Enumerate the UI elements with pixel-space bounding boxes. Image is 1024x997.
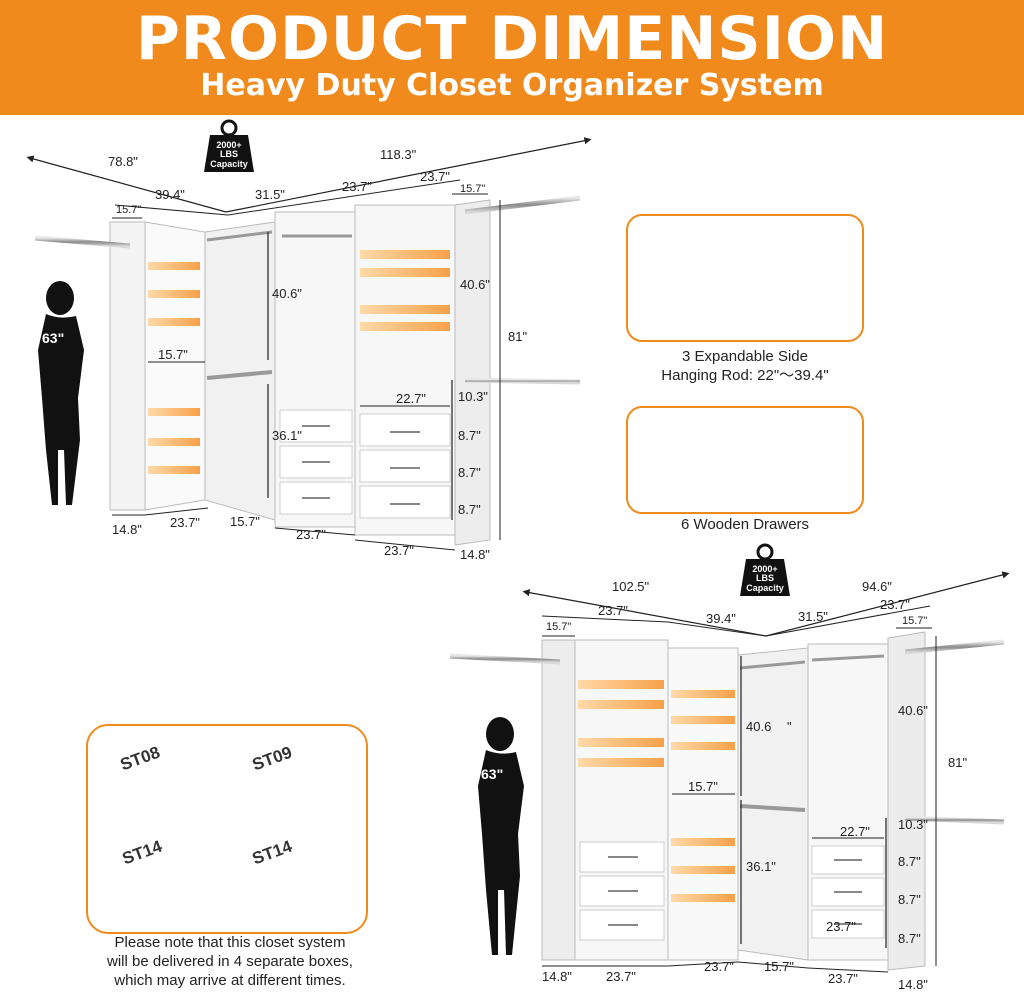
dim-bottom-23-7-c: 23.7": [384, 543, 414, 558]
person-silhouette-bottom: [478, 717, 524, 955]
dim-height-8-7-c: 8.7": [458, 502, 481, 517]
dim-height-40-6-right: 40.6": [460, 277, 490, 292]
bottom-closet-drawing: [449, 631, 1005, 973]
dim-bottom-15-7: 15.7": [230, 514, 260, 529]
weight-badge-bottom-line1: 2000+: [752, 564, 778, 574]
dim-b-depth-left: 15.7": [546, 621, 572, 633]
weight-badge-top-text: 2000+ LBS Capacity: [206, 140, 252, 169]
dim-bottom-23-7-a: 23.7": [170, 515, 200, 530]
drawer-caption: 6 Wooden Drawers: [680, 516, 810, 533]
drawer-feature-panel: [626, 406, 864, 514]
dim-bottom-14-8-left: 14.8": [112, 522, 142, 537]
person-height-bottom: 63": [481, 766, 504, 782]
delivery-note-line1: Please note that this closet system: [114, 934, 346, 951]
dim-b-bottom-14-8-right: 14.8": [898, 977, 928, 992]
dim-b-bottom-23-7-a: 23.7": [606, 969, 636, 984]
dim-overall-right: 118.3": [380, 147, 417, 162]
delivery-note-line2: will be delivered in 4 separate boxes,: [107, 952, 353, 970]
dim-b-height-40-6-center-unit: ": [786, 719, 792, 734]
dim-height-10-3: 10.3": [458, 389, 488, 404]
dim-shelf-15-7: 15.7": [158, 347, 188, 362]
dim-b-height-81: 81": [948, 755, 968, 770]
dim-width-31-5: 31.5": [255, 187, 285, 202]
dim-bottom-23-7-b: 23.7": [296, 527, 326, 542]
dim-b-shelf-22-7: 22.7": [840, 824, 870, 839]
dim-b-overall-right: 94.6": [862, 579, 892, 594]
header-banner: PRODUCT DIMENSION Heavy Duty Closet Orga…: [0, 0, 1024, 115]
rod-caption-line2: Hanging Rod: 22"～39.4": [661, 366, 829, 384]
person-height-top: 63": [42, 330, 65, 346]
dim-b-width-23-7-right: 23.7": [880, 597, 910, 612]
rod-caption-line1: 3 Expandable Side: [682, 348, 808, 365]
dim-b-inner-23-7: 23.7": [826, 919, 856, 934]
delivery-note-line3: which may arrive at different times.: [114, 971, 346, 989]
dim-height-36-1: 36.1": [272, 428, 302, 443]
dim-b-overall-left: 102.5": [612, 579, 650, 594]
page-subtitle: Heavy Duty Closet Organizer System: [200, 68, 824, 103]
weight-badge-bottom-line3: Capacity: [746, 582, 784, 593]
delivery-note: Please note that this closet system will…: [80, 934, 380, 990]
shipping-boxes-panel: [86, 724, 368, 934]
dim-b-depth-right: 15.7": [902, 615, 928, 627]
weight-badge-top: [204, 119, 254, 172]
weight-badge-bottom-text: 2000+ LBS Capacity: [742, 564, 788, 593]
dim-b-shelf-15-7: 15.7": [688, 779, 718, 794]
dim-b-height-8-7-a: 8.7": [898, 854, 921, 869]
weight-badge-top-line2: LBS: [220, 149, 238, 160]
dim-height-40-6-center: 40.6": [272, 286, 302, 301]
dim-width-39-4: 39.4": [155, 187, 185, 202]
person-silhouette-top: [38, 281, 84, 505]
dim-height-8-7-b: 8.7": [458, 465, 481, 480]
dim-b-bottom-15-7: 15.7": [764, 959, 794, 974]
dim-b-width-39-4: 39.4": [706, 611, 736, 626]
weight-badge-bottom-line2: LBS: [756, 573, 774, 584]
dim-width-23-7-b: 23.7": [420, 169, 450, 184]
dim-b-height-36-1: 36.1": [746, 859, 776, 874]
rod-caption: 3 Expandable Side Hanging Rod: 22"～39.4": [626, 348, 864, 386]
dim-b-width-31-5: 31.5": [798, 609, 828, 624]
dim-height-81: 81": [508, 329, 528, 344]
weight-badge-top-line1: 2000+: [216, 140, 242, 150]
weight-badge-bottom: [740, 543, 790, 596]
dim-b-width-23-7-top: 23.7": [598, 603, 628, 618]
dim-width-23-7-a: 23.7": [342, 179, 372, 194]
dim-height-8-7-a: 8.7": [458, 428, 481, 443]
dim-depth-left: 15.7": [116, 204, 142, 216]
dim-b-height-10-3: 10.3": [898, 817, 928, 832]
dim-b-bottom-14-8-left: 14.8": [542, 969, 572, 984]
dim-overall-left: 78.8": [108, 154, 138, 169]
dim-b-height-40-6-center-value: 40.6: [746, 719, 772, 734]
dim-b-bottom-23-7-c: 23.7": [828, 971, 858, 986]
dim-bottom-14-8-right: 14.8": [460, 547, 490, 562]
dim-depth-right: 15.7": [460, 183, 486, 195]
weight-badge-top-line3: Capacity: [210, 158, 248, 169]
top-closet-drawing: [34, 195, 581, 551]
dim-b-height-8-7-c: 8.7": [898, 931, 921, 946]
dim-b-height-8-7-b: 8.7": [898, 892, 921, 907]
dim-b-height-40-6-center: 40.6 ": [746, 720, 792, 733]
rod-feature-panel: [626, 214, 864, 342]
dim-b-bottom-23-7-b: 23.7": [704, 959, 734, 974]
dim-shelf-22-7: 22.7": [396, 391, 426, 406]
page-title: PRODUCT DIMENSION: [135, 4, 889, 74]
dim-b-height-40-6-right: 40.6": [898, 703, 928, 718]
